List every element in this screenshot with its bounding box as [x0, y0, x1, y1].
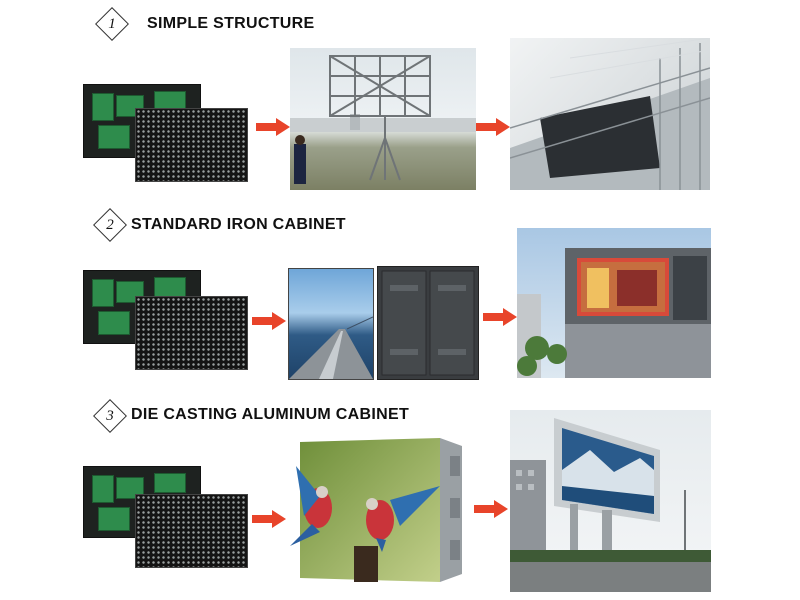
arrow-right-icon — [483, 308, 517, 326]
outdoor-billboard-photo — [510, 410, 711, 592]
steel-frame-photo — [290, 48, 476, 190]
aluminum-cabinet-display — [290, 436, 476, 586]
step-number-3: 3 — [106, 408, 114, 424]
step-badge-1: 1 — [95, 7, 129, 41]
arrow-right-icon — [476, 118, 510, 136]
led-module-front-2 — [135, 296, 248, 370]
row-title-2: STANDARD IRON CABINET — [131, 216, 346, 233]
step-badge-2: 2 — [93, 208, 127, 242]
arrow-right-icon — [252, 312, 286, 330]
cabinet-front-display — [288, 268, 374, 380]
step-number-2: 2 — [106, 217, 114, 233]
step-badge-3: 3 — [93, 399, 127, 433]
arrow-right-icon — [256, 118, 290, 136]
arrow-right-icon — [252, 510, 286, 528]
arrow-right-icon — [474, 500, 508, 518]
row-title-3: DIE CASTING ALUMINUM CABINET — [131, 406, 410, 423]
led-module-front-3 — [135, 494, 248, 568]
iron-cabinet-back — [377, 266, 479, 380]
building-facade-photo — [510, 38, 710, 190]
led-module-front-1 — [135, 108, 248, 182]
row-title-1: SIMPLE STRUCTURE — [147, 15, 315, 32]
building-screen-photo — [517, 228, 711, 378]
step-number-1: 1 — [108, 16, 116, 32]
